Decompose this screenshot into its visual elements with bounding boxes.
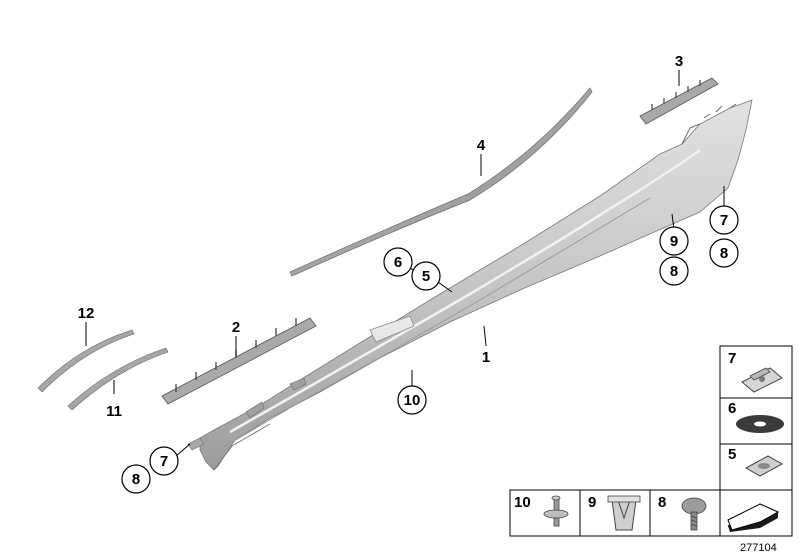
svg-text:4: 4 xyxy=(477,137,486,154)
svg-text:10: 10 xyxy=(514,494,531,511)
svg-text:9: 9 xyxy=(670,233,678,250)
callout-9: 9 xyxy=(659,226,689,256)
legend-expanding-nut: 9 xyxy=(588,494,641,531)
callout-11: 11 xyxy=(106,403,122,420)
legend-rivet: 10 xyxy=(514,494,569,527)
svg-text:12: 12 xyxy=(78,305,95,322)
callout-6: 6 xyxy=(383,247,413,277)
trim-strip-small-inner xyxy=(67,347,169,411)
svg-text:2: 2 xyxy=(232,319,240,336)
svg-text:10: 10 xyxy=(404,392,421,409)
trim-strip-small-outer xyxy=(37,329,135,393)
svg-text:5: 5 xyxy=(422,268,430,285)
legend-screw: 8 xyxy=(658,494,707,531)
svg-text:3: 3 xyxy=(675,53,683,70)
callout-12: 12 xyxy=(78,305,95,322)
svg-text:6: 6 xyxy=(394,254,402,271)
callout-5: 5 xyxy=(411,261,441,291)
svg-text:7: 7 xyxy=(160,453,168,470)
svg-text:6: 6 xyxy=(728,400,736,417)
forward-direction-arrow-icon xyxy=(727,503,780,532)
svg-text:1: 1 xyxy=(482,349,490,366)
svg-text:5: 5 xyxy=(728,446,736,463)
legend-washer: 6 xyxy=(728,400,784,433)
callout-7-left: 7 xyxy=(149,446,179,476)
legend-clip: 5 xyxy=(728,446,784,477)
side-sill-panel xyxy=(187,99,753,471)
mounting-rail-rear xyxy=(639,77,719,125)
svg-text:9: 9 xyxy=(588,494,596,511)
callout-10: 10 xyxy=(397,385,427,415)
callout-3: 3 xyxy=(675,53,683,70)
callout-4: 4 xyxy=(477,137,486,154)
svg-text:11: 11 xyxy=(106,403,122,420)
legend-clip-nut: 7 xyxy=(728,350,783,393)
diagram-number: 277104 xyxy=(740,542,777,554)
callout-8-left: 8 xyxy=(121,464,151,494)
callout-1: 1 xyxy=(482,349,490,366)
callout-7-right: 7 xyxy=(709,205,739,235)
svg-text:8: 8 xyxy=(720,245,728,262)
svg-text:7: 7 xyxy=(728,350,736,367)
svg-text:8: 8 xyxy=(670,263,678,280)
fastener-legend: 7 6 5 10 xyxy=(509,345,793,537)
callout-2: 2 xyxy=(232,319,240,336)
svg-text:8: 8 xyxy=(132,471,140,488)
svg-text:7: 7 xyxy=(720,212,728,229)
trim-strip-upper xyxy=(289,87,593,277)
callout-8-right-upper: 8 xyxy=(709,238,739,268)
svg-text:8: 8 xyxy=(658,494,666,511)
callout-8-right-lower: 8 xyxy=(659,256,689,286)
